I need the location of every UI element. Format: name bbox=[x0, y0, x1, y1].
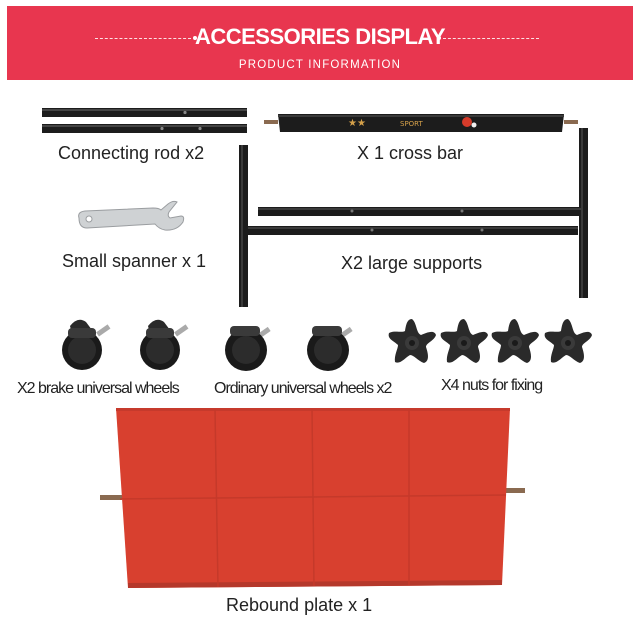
ordinary-wheels-label: Ordinary universal wheels x2 bbox=[214, 380, 392, 397]
banner-right-dot bbox=[437, 36, 441, 40]
large-supports-label: X2 large supports bbox=[341, 253, 483, 273]
ordinary-wheels-image bbox=[222, 316, 372, 376]
large-supports-image bbox=[232, 125, 602, 315]
brake-wheels-image bbox=[58, 308, 198, 373]
brake-wheels-label: X2 brake universal wheels bbox=[17, 380, 180, 397]
rebound-plate-label: Rebound plate x 1 bbox=[226, 595, 373, 615]
svg-text:★★: ★★ bbox=[348, 118, 366, 129]
spanner-label: Small spanner x 1 bbox=[62, 251, 207, 271]
connecting-rod-image bbox=[40, 107, 250, 137]
page-subtitle: PRODUCT INFORMATION bbox=[238, 59, 402, 71]
banner-left-dot bbox=[193, 36, 197, 40]
connecting-rod-label: Connecting rod x2 bbox=[58, 143, 205, 163]
page-title: ACCESSORIES DISPLAY bbox=[194, 24, 446, 49]
rebound-plate-image bbox=[100, 405, 530, 590]
fixing-nuts-label: X4 nuts for fixing bbox=[441, 377, 543, 394]
cross-bar-image: ★★ SPORT bbox=[264, 109, 579, 139]
banner-right-divider bbox=[443, 38, 539, 39]
spanner-image bbox=[73, 198, 188, 246]
svg-text:SPORT: SPORT bbox=[400, 120, 424, 128]
banner-left-divider bbox=[95, 38, 191, 39]
fixing-nuts-image bbox=[384, 313, 599, 373]
cross-bar-label: X 1 cross bar bbox=[357, 143, 464, 163]
header-banner: ACCESSORIES DISPLAY PRODUCT INFORMATION bbox=[7, 6, 633, 80]
